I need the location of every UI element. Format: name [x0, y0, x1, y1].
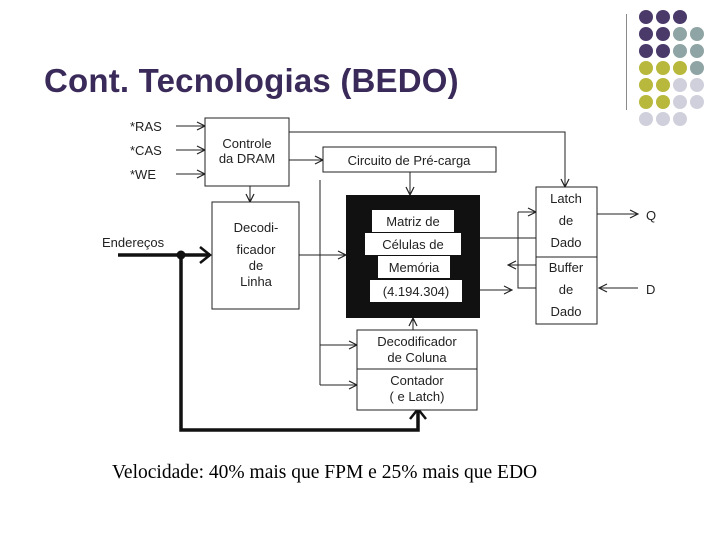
matriz-line-1: Matriz de [386, 214, 439, 229]
ras-label: *RAS [130, 119, 162, 134]
matriz-line-3: Memória [389, 260, 440, 275]
decor-dot [639, 10, 653, 24]
decor-dot [690, 95, 704, 109]
decor-dot [656, 112, 670, 126]
decor-dot [639, 95, 653, 109]
decor-dot [656, 78, 670, 92]
decor-dot [639, 61, 653, 75]
decodificador-linha-block [211, 201, 300, 310]
decor-dot [690, 44, 704, 58]
decorative-dot-grid [639, 10, 704, 126]
buffer-line-1: Buffer [549, 260, 584, 275]
decor-dot [690, 78, 704, 92]
title-divider [626, 14, 627, 110]
decor-dot [673, 44, 687, 58]
q-output-label: Q [646, 208, 656, 223]
latch-line-3: Dado [550, 235, 581, 250]
decor-dot [690, 61, 704, 75]
decor-dot [673, 27, 687, 41]
decor-dot [673, 95, 687, 109]
decor-dot [673, 112, 687, 126]
decor-dot [673, 10, 687, 24]
decor-dot [656, 27, 670, 41]
buffer-line-2: de [559, 282, 573, 297]
address-bus-junction [176, 250, 186, 260]
decor-dot [656, 10, 670, 24]
matriz-line-4: (4.194.304) [383, 284, 450, 299]
decor-dot [656, 95, 670, 109]
slide-title: Cont. Tecnologias (BEDO) [44, 62, 459, 99]
decor-dot [639, 78, 653, 92]
decodificador-coluna-block [356, 329, 478, 411]
contador-line-2: ( e Latch) [390, 389, 445, 404]
decod-coluna-line-2: de Coluna [387, 350, 447, 365]
decod-linha-line-1: Decodi- [234, 220, 279, 235]
latch-line-2: de [559, 213, 573, 228]
latch-dado-block [535, 186, 598, 258]
latch-line-1: Latch [550, 191, 582, 206]
buffer-dado-block [535, 256, 598, 325]
contador-line-1: Contador [390, 373, 444, 388]
matriz-label-bg-3 [378, 256, 450, 278]
controle-line-2: da DRAM [219, 151, 275, 166]
matriz-label-bg-1 [372, 210, 454, 232]
decor-dot [639, 44, 653, 58]
matriz-line-2: Células de [382, 237, 443, 252]
enderecos-label: Endereços [102, 235, 165, 250]
precarga-label: Circuito de Pré-carga [348, 153, 472, 168]
signal-wires [176, 126, 638, 385]
controle-line-1: Controle [222, 136, 271, 151]
decor-dot [639, 27, 653, 41]
decor-dot [673, 78, 687, 92]
we-label: *WE [130, 167, 156, 182]
decod-linha-line-4: Linha [240, 274, 273, 289]
decor-dot [656, 61, 670, 75]
address-bus [118, 246, 427, 432]
matriz-label-bg-2 [365, 233, 461, 255]
decor-dot [656, 44, 670, 58]
controle-dram-block [204, 117, 290, 187]
decor-dot [639, 112, 653, 126]
matriz-label-bg-4 [370, 280, 462, 302]
decor-dot [673, 61, 687, 75]
speed-caption: Velocidade: 40% mais que FPM e 25% mais … [112, 462, 538, 483]
buffer-line-3: Dado [550, 304, 581, 319]
decor-dot [690, 27, 704, 41]
decod-linha-line-2: ficador [236, 242, 276, 257]
d-input-label: D [646, 282, 655, 297]
decod-linha-line-3: de [249, 258, 263, 273]
precarga-block [322, 146, 497, 173]
decod-coluna-line-1: Decodificador [377, 334, 457, 349]
cas-label: *CAS [130, 143, 162, 158]
